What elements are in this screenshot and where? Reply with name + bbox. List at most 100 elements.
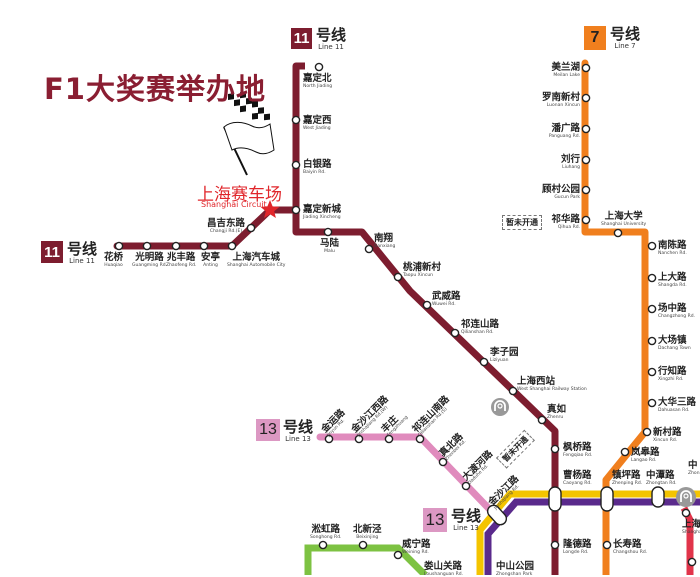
station-name-cn: 上海西站: [517, 377, 587, 387]
station-name-cn: 大华三路: [658, 398, 696, 408]
station-name-en: Panguang Rd.: [549, 135, 580, 140]
station-name-cn: 安亭: [201, 253, 220, 263]
line-7-badge: 7: [584, 26, 606, 50]
station-name-en: Longde Rd.: [563, 551, 592, 556]
station-name-cn: 北新泾: [353, 525, 382, 535]
not-yet-open-notice: 暂未开通: [502, 215, 542, 230]
badge-cn: 号线: [316, 27, 346, 43]
station-name-cn: 刘行: [561, 155, 580, 165]
station-name-cn: 美兰湖: [551, 63, 580, 73]
line-7-label: 号线 Line 7: [610, 26, 640, 50]
station-name-cn: 威宁路: [402, 540, 431, 550]
badge-number: 11: [294, 30, 310, 47]
station-name-en: Shanghai Automobile City: [227, 264, 285, 269]
station-name-en: Meilan Lake: [551, 74, 580, 79]
station-name-en: Dahuasan Rd.: [658, 409, 696, 414]
circuit-name-en: Shanghai Circuit: [201, 200, 267, 209]
station-name-en: Songhong Rd.: [310, 536, 341, 541]
station-name-cn: 真如: [547, 405, 566, 415]
station-name-cn: 中山公园: [496, 562, 534, 572]
station-name-cn: 长寿路: [613, 540, 647, 550]
station-name-en: Beixinjing: [353, 536, 382, 541]
badge-number: 13: [259, 421, 277, 439]
station-name-cn: 镇坪路: [612, 471, 642, 481]
station-name-cn: 上海火车站: [682, 520, 700, 530]
station-name-cn: 嘉定北: [303, 74, 332, 84]
station-name-cn: 枫桥路: [563, 443, 592, 453]
station-name-cn: 祁连山路: [461, 320, 499, 330]
station-name-cn: 上海大学: [601, 212, 646, 222]
line-11-badge-top: 11: [291, 28, 312, 49]
station-name-en: Caoyang Rd.: [563, 482, 592, 487]
badge-en: Line 11: [316, 43, 346, 51]
badge-cn: 号线: [283, 419, 313, 435]
station-name-en: Wuwei Rd.: [432, 303, 461, 308]
station-name-cn: 武威路: [432, 292, 461, 302]
station-name-cn: 场中路: [658, 304, 695, 314]
station-name-en: Zhon: [688, 472, 700, 477]
badge-en: Line 7: [610, 42, 640, 50]
line-13-badge-bottom: 13: [423, 508, 447, 532]
station-name-cn: 李子园: [490, 348, 519, 358]
station-name-en: West Jiading: [303, 127, 332, 132]
station-name-en: Zhaofeng Rd.: [166, 264, 196, 269]
station-name-en: Shangda Rd.: [658, 284, 687, 289]
line-11-label-top: 号线 Line 11: [316, 27, 346, 51]
station-name-cn: 上海汽车城: [227, 253, 285, 263]
station-name-cn: 行知路: [658, 367, 687, 377]
station-name-cn: 嘉定西: [303, 116, 332, 126]
station-name-en: Baiyin Rd.: [303, 171, 332, 176]
station-name-cn: 潘广路: [549, 124, 580, 134]
station-name-en: Zhenping Rd.: [612, 482, 642, 487]
station-label[interactable]: 上海火车站Shanghai Railway Station: [682, 520, 700, 535]
badge-en: Line 11: [67, 257, 97, 265]
station-name-en: Xincun Rd.: [653, 439, 682, 444]
station-name-en: Weining Rd.: [402, 551, 431, 556]
station-name-en: Changzhong Rd.: [658, 315, 695, 320]
interchange-zhenping-rd: [601, 487, 613, 511]
